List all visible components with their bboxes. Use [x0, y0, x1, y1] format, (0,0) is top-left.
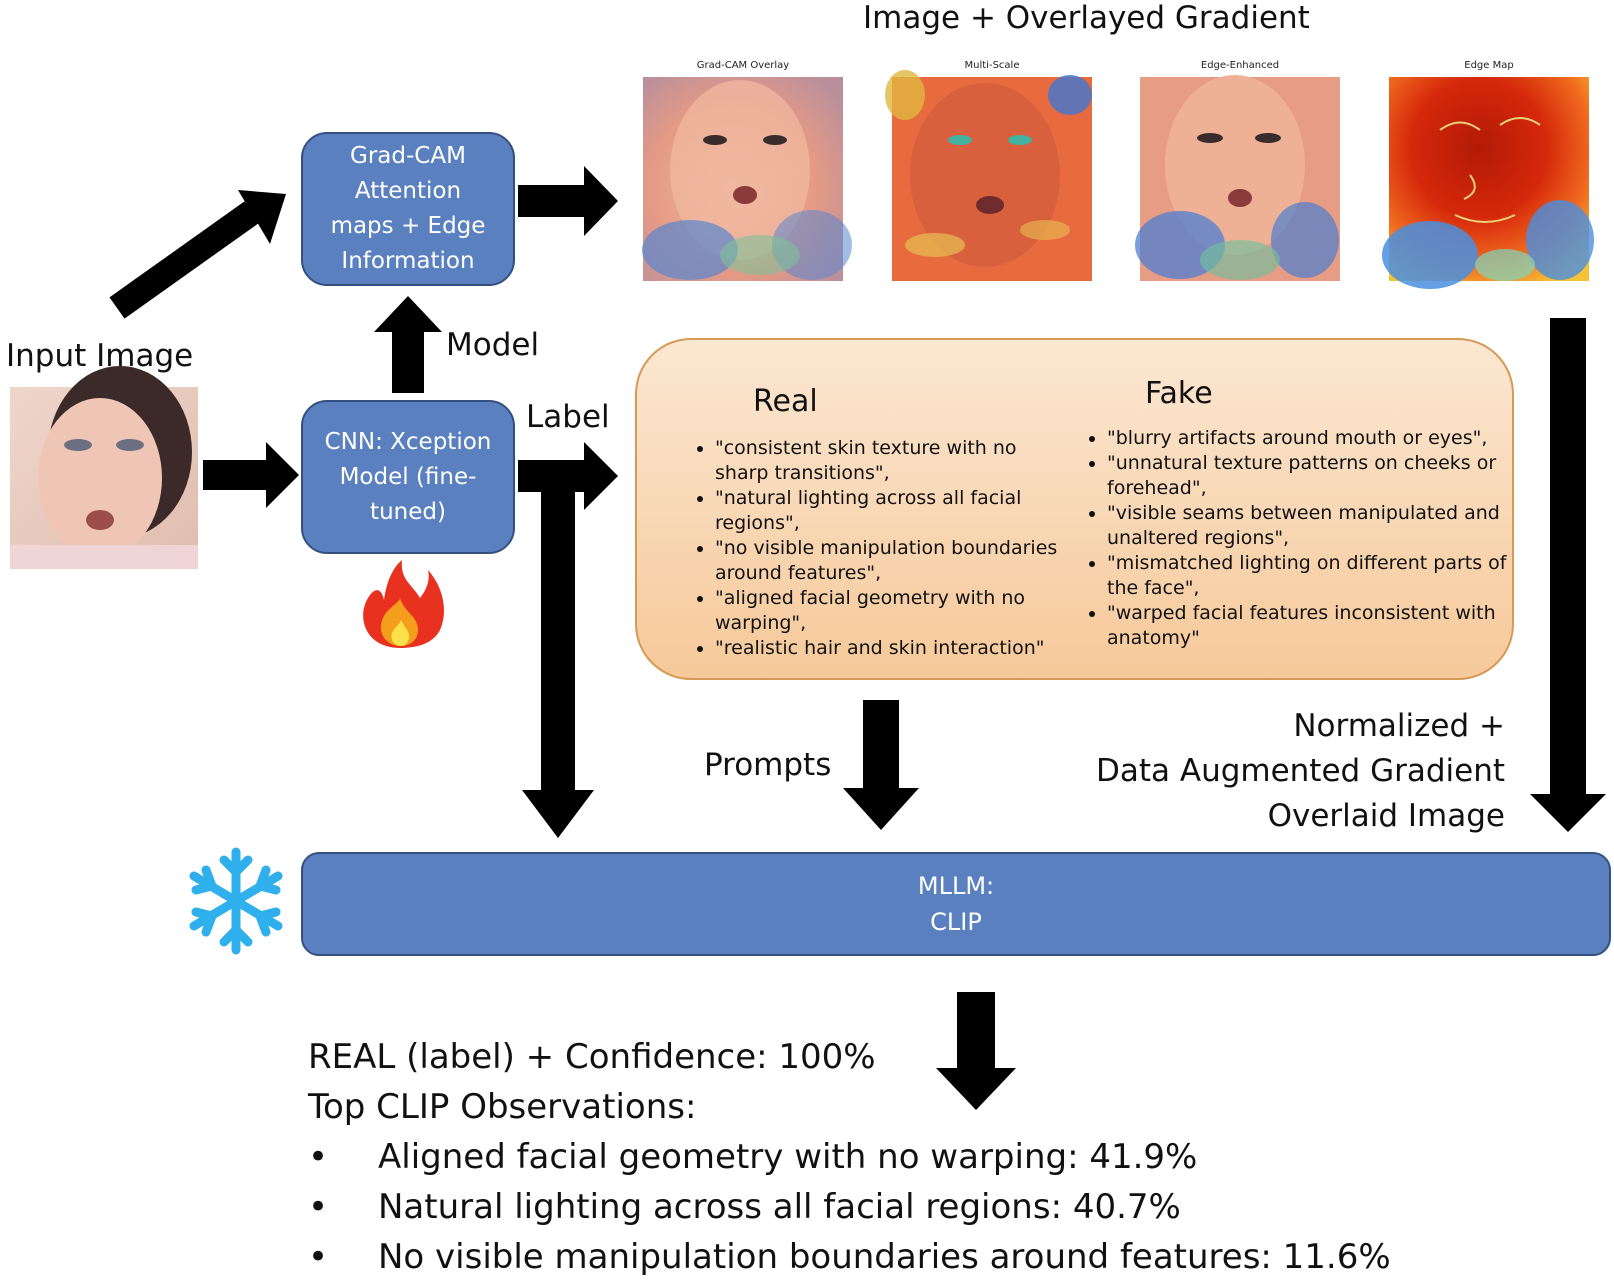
arrow-cnn-to-gradcam: [374, 296, 442, 393]
gradient-overlaid-line: Normalized +: [1293, 708, 1505, 744]
results-block: REAL (label) + Confidence: 100% Top CLIP…: [308, 1032, 1391, 1282]
arrow-overlay-to-mllm: [1530, 318, 1606, 832]
overlay-title: Image + Overlayed Gradient: [863, 0, 1310, 36]
fake-prompts-list: "blurry artifacts around mouth or eyes",…: [1077, 426, 1517, 651]
gradcam-node-line: Grad-CAM: [350, 143, 466, 169]
mllm-node-line: CLIP: [930, 908, 982, 936]
arrow-prompts-to-mllm: [843, 700, 919, 830]
thumbnail-caption: Grad-CAM Overlay: [696, 60, 790, 71]
real-prompt-item: "realistic hair and skin interaction": [715, 636, 1075, 661]
fake-prompt-item: "unnatural texture patterns on cheeks or…: [1107, 451, 1517, 501]
real-prompt-item: "no visible manipulation boundaries arou…: [715, 536, 1075, 586]
fake-prompt-item: "mismatched lighting on different parts …: [1107, 551, 1517, 601]
cnn-node-line: tuned): [370, 498, 446, 525]
thumbnail-caption: Edge-Enhanced: [1200, 60, 1280, 71]
arrow-input-to-cnn: [203, 442, 299, 508]
prompts-label: Prompts: [704, 747, 832, 783]
results-headline: REAL (label) + Confidence: 100%: [308, 1037, 876, 1077]
cnn-node: CNN: Xception Model (fine- tuned): [301, 400, 515, 554]
observation-item: No visible manipulation boundaries aroun…: [308, 1232, 1391, 1282]
observation-item: Aligned facial geometry with no warping:…: [308, 1132, 1391, 1182]
real-prompts-title: Real: [753, 384, 818, 419]
fake-prompt-item: "visible seams between manipulated and u…: [1107, 501, 1517, 551]
cnn-node-line: CNN: Xception: [324, 428, 492, 455]
thumbnail-edge-enhanced: [1135, 75, 1340, 281]
arrow-label-to-mllm: [522, 482, 594, 838]
arrow-mllm-to-results: [936, 992, 1016, 1110]
fake-prompt-item: "warped facial features inconsistent wit…: [1107, 601, 1517, 651]
model-label: Model: [446, 327, 540, 363]
arrow-input-to-gradcam: [109, 190, 286, 319]
mllm-node-line: MLLM:: [917, 872, 995, 900]
prompts-box: Real Fake "consistent skin texture with …: [635, 338, 1514, 680]
arrow-gradcam-to-overlays: [518, 166, 618, 236]
thumbnail-gradcam-overlay: [642, 77, 852, 281]
thumbnail-caption: Multi-Scale: [964, 60, 1020, 71]
observation-item: Natural lighting across all facial regio…: [308, 1182, 1391, 1232]
gradcam-node-line: maps + Edge: [330, 213, 486, 239]
input-image-label: Input Image: [6, 338, 194, 374]
gradient-overlaid-line: Overlaid Image: [1267, 798, 1505, 834]
snowflake-icon: [189, 847, 283, 955]
cnn-node-line: Model (fine-: [339, 463, 477, 490]
gradcam-node-line: Attention: [354, 178, 462, 204]
real-prompt-item: "natural lighting across all facial regi…: [715, 486, 1075, 536]
thumbnail-edge-map: [1382, 77, 1594, 289]
real-prompt-item: "aligned facial geometry with no warping…: [715, 586, 1075, 636]
real-prompts-list: "consistent skin texture with no sharp t…: [685, 436, 1075, 661]
gradcam-node: Grad-CAM Attention maps + Edge Informati…: [301, 132, 515, 286]
results-subhead: Top CLIP Observations:: [308, 1087, 697, 1127]
fake-prompts-title: Fake: [1145, 376, 1213, 411]
gradient-overlaid-line: Data Augmented Gradient: [1095, 753, 1505, 789]
gradient-overlaid-label: Normalized + Data Augmented Gradient Ove…: [1000, 704, 1505, 839]
gradcam-node-line: Information: [341, 248, 475, 274]
input-image: [10, 366, 198, 569]
fake-prompt-item: "blurry artifacts around mouth or eyes",: [1107, 426, 1517, 451]
mllm-clip-node: MLLM: CLIP: [301, 852, 1611, 956]
fire-icon: [363, 560, 444, 648]
observations-list: Aligned facial geometry with no warping:…: [308, 1132, 1391, 1282]
real-prompt-item: "consistent skin texture with no sharp t…: [715, 436, 1075, 486]
thumbnail-multi-scale: [885, 70, 1092, 281]
thumbnail-caption: Edge Map: [1464, 60, 1514, 71]
label-label: Label: [526, 399, 610, 435]
